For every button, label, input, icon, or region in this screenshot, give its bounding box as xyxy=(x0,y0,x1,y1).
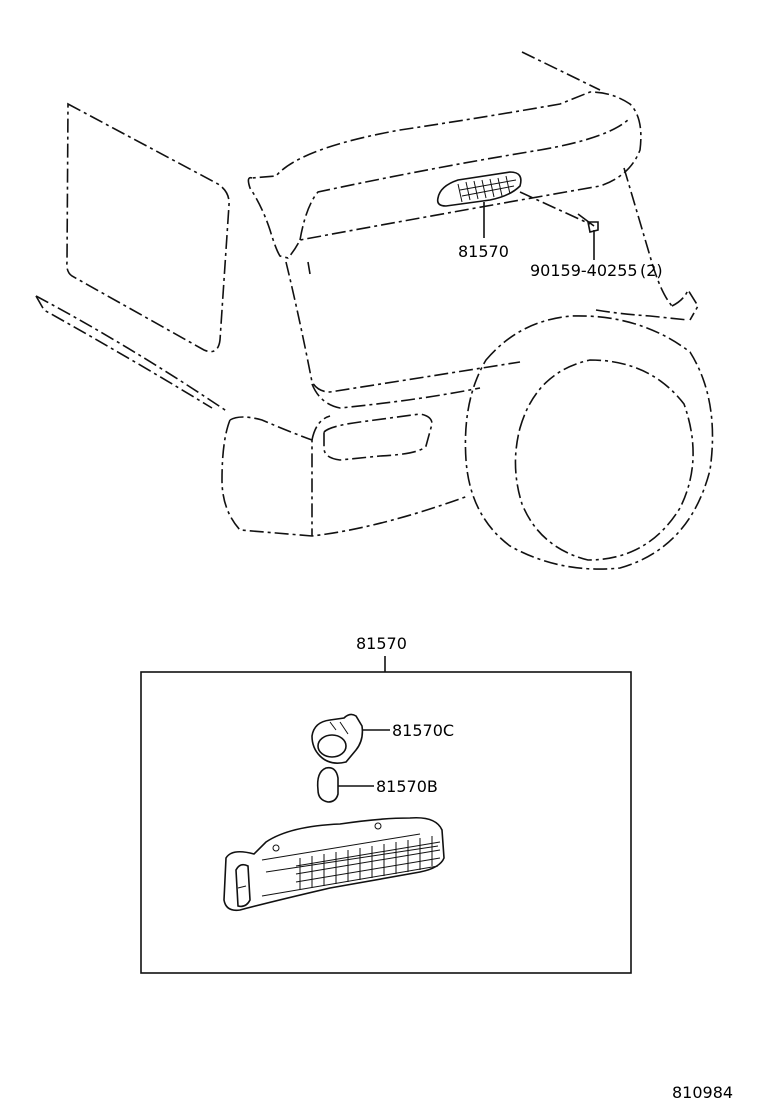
label-screw-part: 90159-40255 xyxy=(530,261,638,280)
bulb-icon xyxy=(316,766,339,803)
socket-icon xyxy=(311,713,364,764)
label-lamp-part: 81570 xyxy=(458,242,509,261)
screw-leader xyxy=(519,191,591,225)
spare-tire xyxy=(464,315,714,570)
label-bulb-part: 81570B xyxy=(376,777,438,796)
assembly-detail-box xyxy=(140,671,632,974)
label-socket-part: 81570C xyxy=(392,721,454,740)
label-assembly-part: 81570 xyxy=(356,634,407,653)
screw-icon xyxy=(577,213,599,233)
figure-number: 810984 xyxy=(672,1083,733,1102)
vehicle-rear-outline xyxy=(35,51,699,537)
upper-stop-lamp-illustration xyxy=(436,171,522,207)
label-screw-qty: (2) xyxy=(640,261,663,280)
stop-lamp-assembly-illustration xyxy=(223,816,445,912)
